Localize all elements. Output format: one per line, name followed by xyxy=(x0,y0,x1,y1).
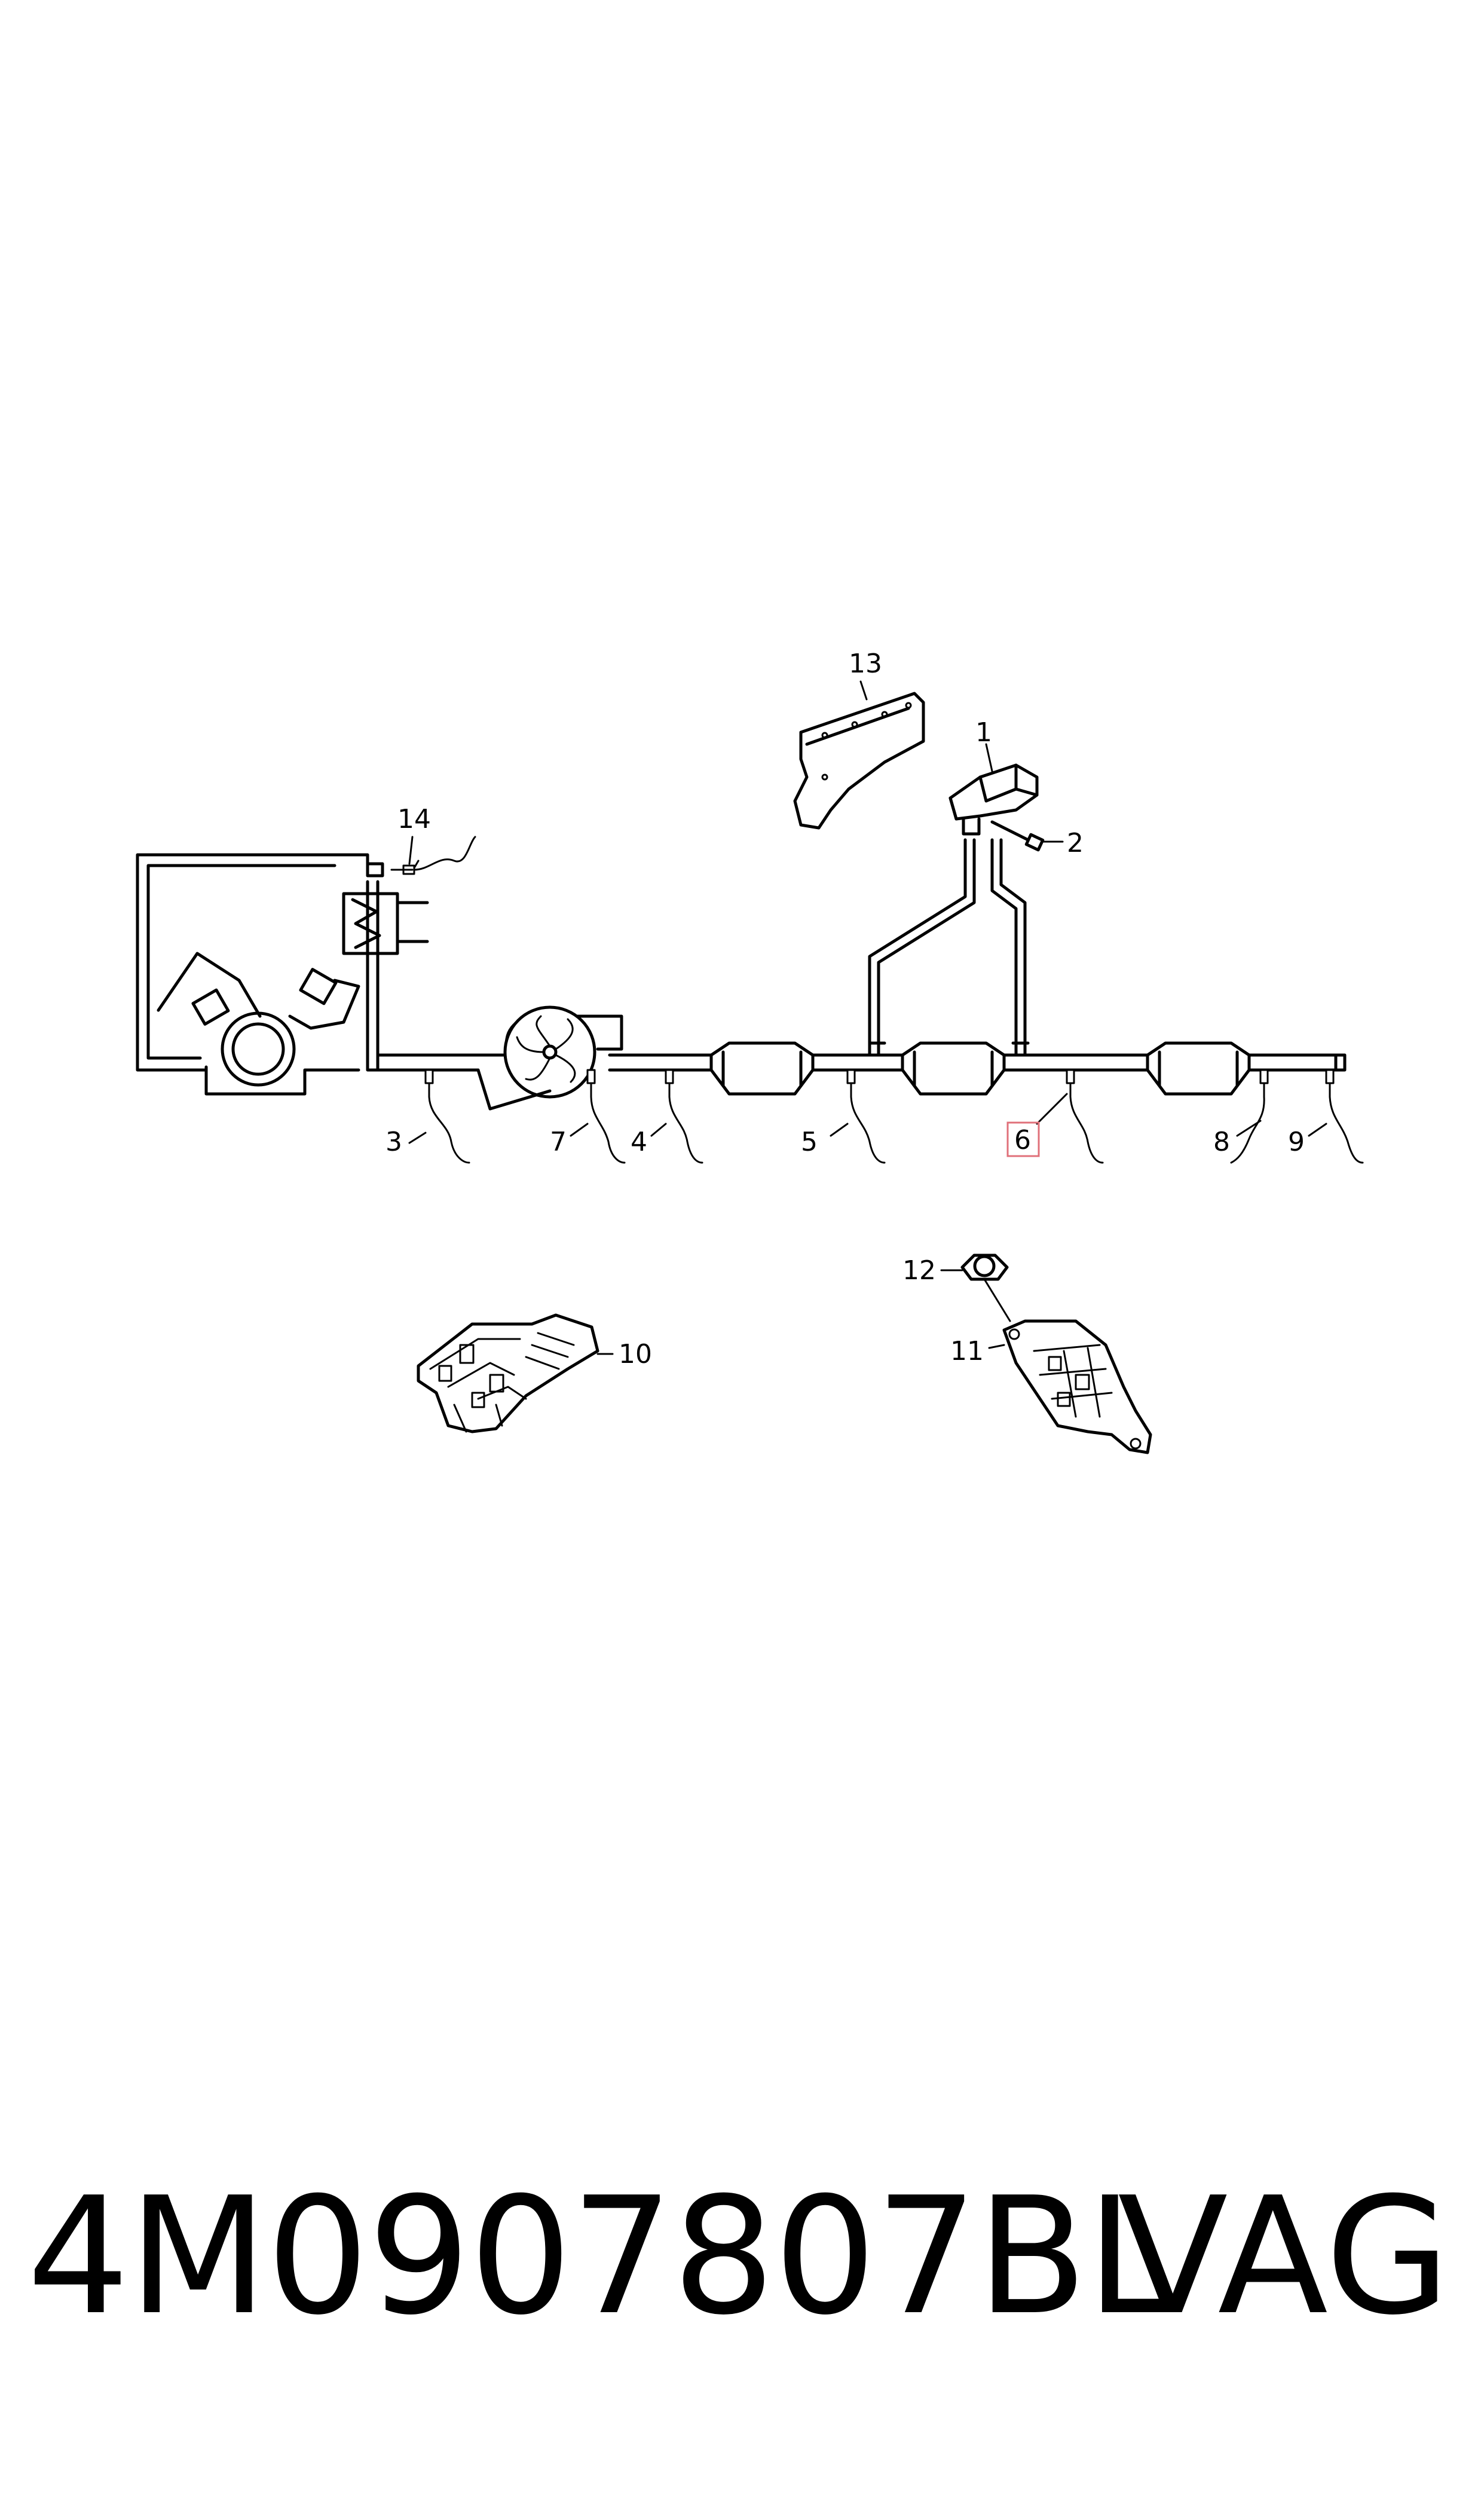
callout-8: 8 xyxy=(1213,1127,1230,1157)
bolt-icon xyxy=(990,820,1045,852)
callout-10: 10 xyxy=(619,1339,652,1369)
sensor-7-icon xyxy=(586,1069,626,1164)
callout-11: 11 xyxy=(950,1336,984,1366)
callout-labels: 1 2 3 4 5 6 7 8 9 10 11 12 13 14 xyxy=(385,649,1305,1369)
bracket-10-icon xyxy=(417,1313,599,1433)
leader-lines xyxy=(408,680,1327,1355)
callout-13: 13 xyxy=(849,649,882,679)
sensor-8-icon xyxy=(1230,1069,1269,1164)
catalyst-2-icon xyxy=(901,1041,1006,1096)
clip-12-icon xyxy=(960,1254,1009,1281)
brand-name: VAG xyxy=(1118,2162,1451,2350)
callout-9: 9 xyxy=(1288,1127,1305,1157)
heat-shield-bracket-icon xyxy=(793,692,925,830)
callout-6-highlight xyxy=(1006,1121,1040,1157)
catalyst-1-icon xyxy=(709,1041,815,1096)
engine-block-icon xyxy=(157,952,360,1096)
pressure-sensor-icon xyxy=(948,763,1039,836)
callout-1: 1 xyxy=(975,717,992,748)
callout-5: 5 xyxy=(801,1127,818,1157)
sensor-5-icon xyxy=(846,1069,886,1164)
callout-4: 4 xyxy=(631,1127,647,1157)
sensor-6-icon xyxy=(1066,1069,1104,1164)
pressure-lines xyxy=(868,838,1030,1057)
sensor-9-icon xyxy=(1325,1069,1364,1164)
sensor-3-icon xyxy=(424,1069,470,1164)
callout-2: 2 xyxy=(1067,828,1084,858)
engine-frame xyxy=(136,853,384,1072)
callout-6: 6 xyxy=(1014,1125,1031,1155)
callout-12: 12 xyxy=(902,1255,936,1286)
callout-3: 3 xyxy=(385,1127,402,1157)
turbocharger-icon xyxy=(476,1005,623,1111)
catalyst-3-icon xyxy=(1146,1041,1251,1096)
sensor-4-icon xyxy=(665,1069,703,1164)
callout-14: 14 xyxy=(397,804,431,834)
charge-air-cooler-icon xyxy=(342,836,476,955)
part-number: 4M0907807BL xyxy=(27,2162,1176,2350)
callout-7: 7 xyxy=(550,1127,567,1157)
bracket-11-icon xyxy=(1002,1319,1152,1454)
